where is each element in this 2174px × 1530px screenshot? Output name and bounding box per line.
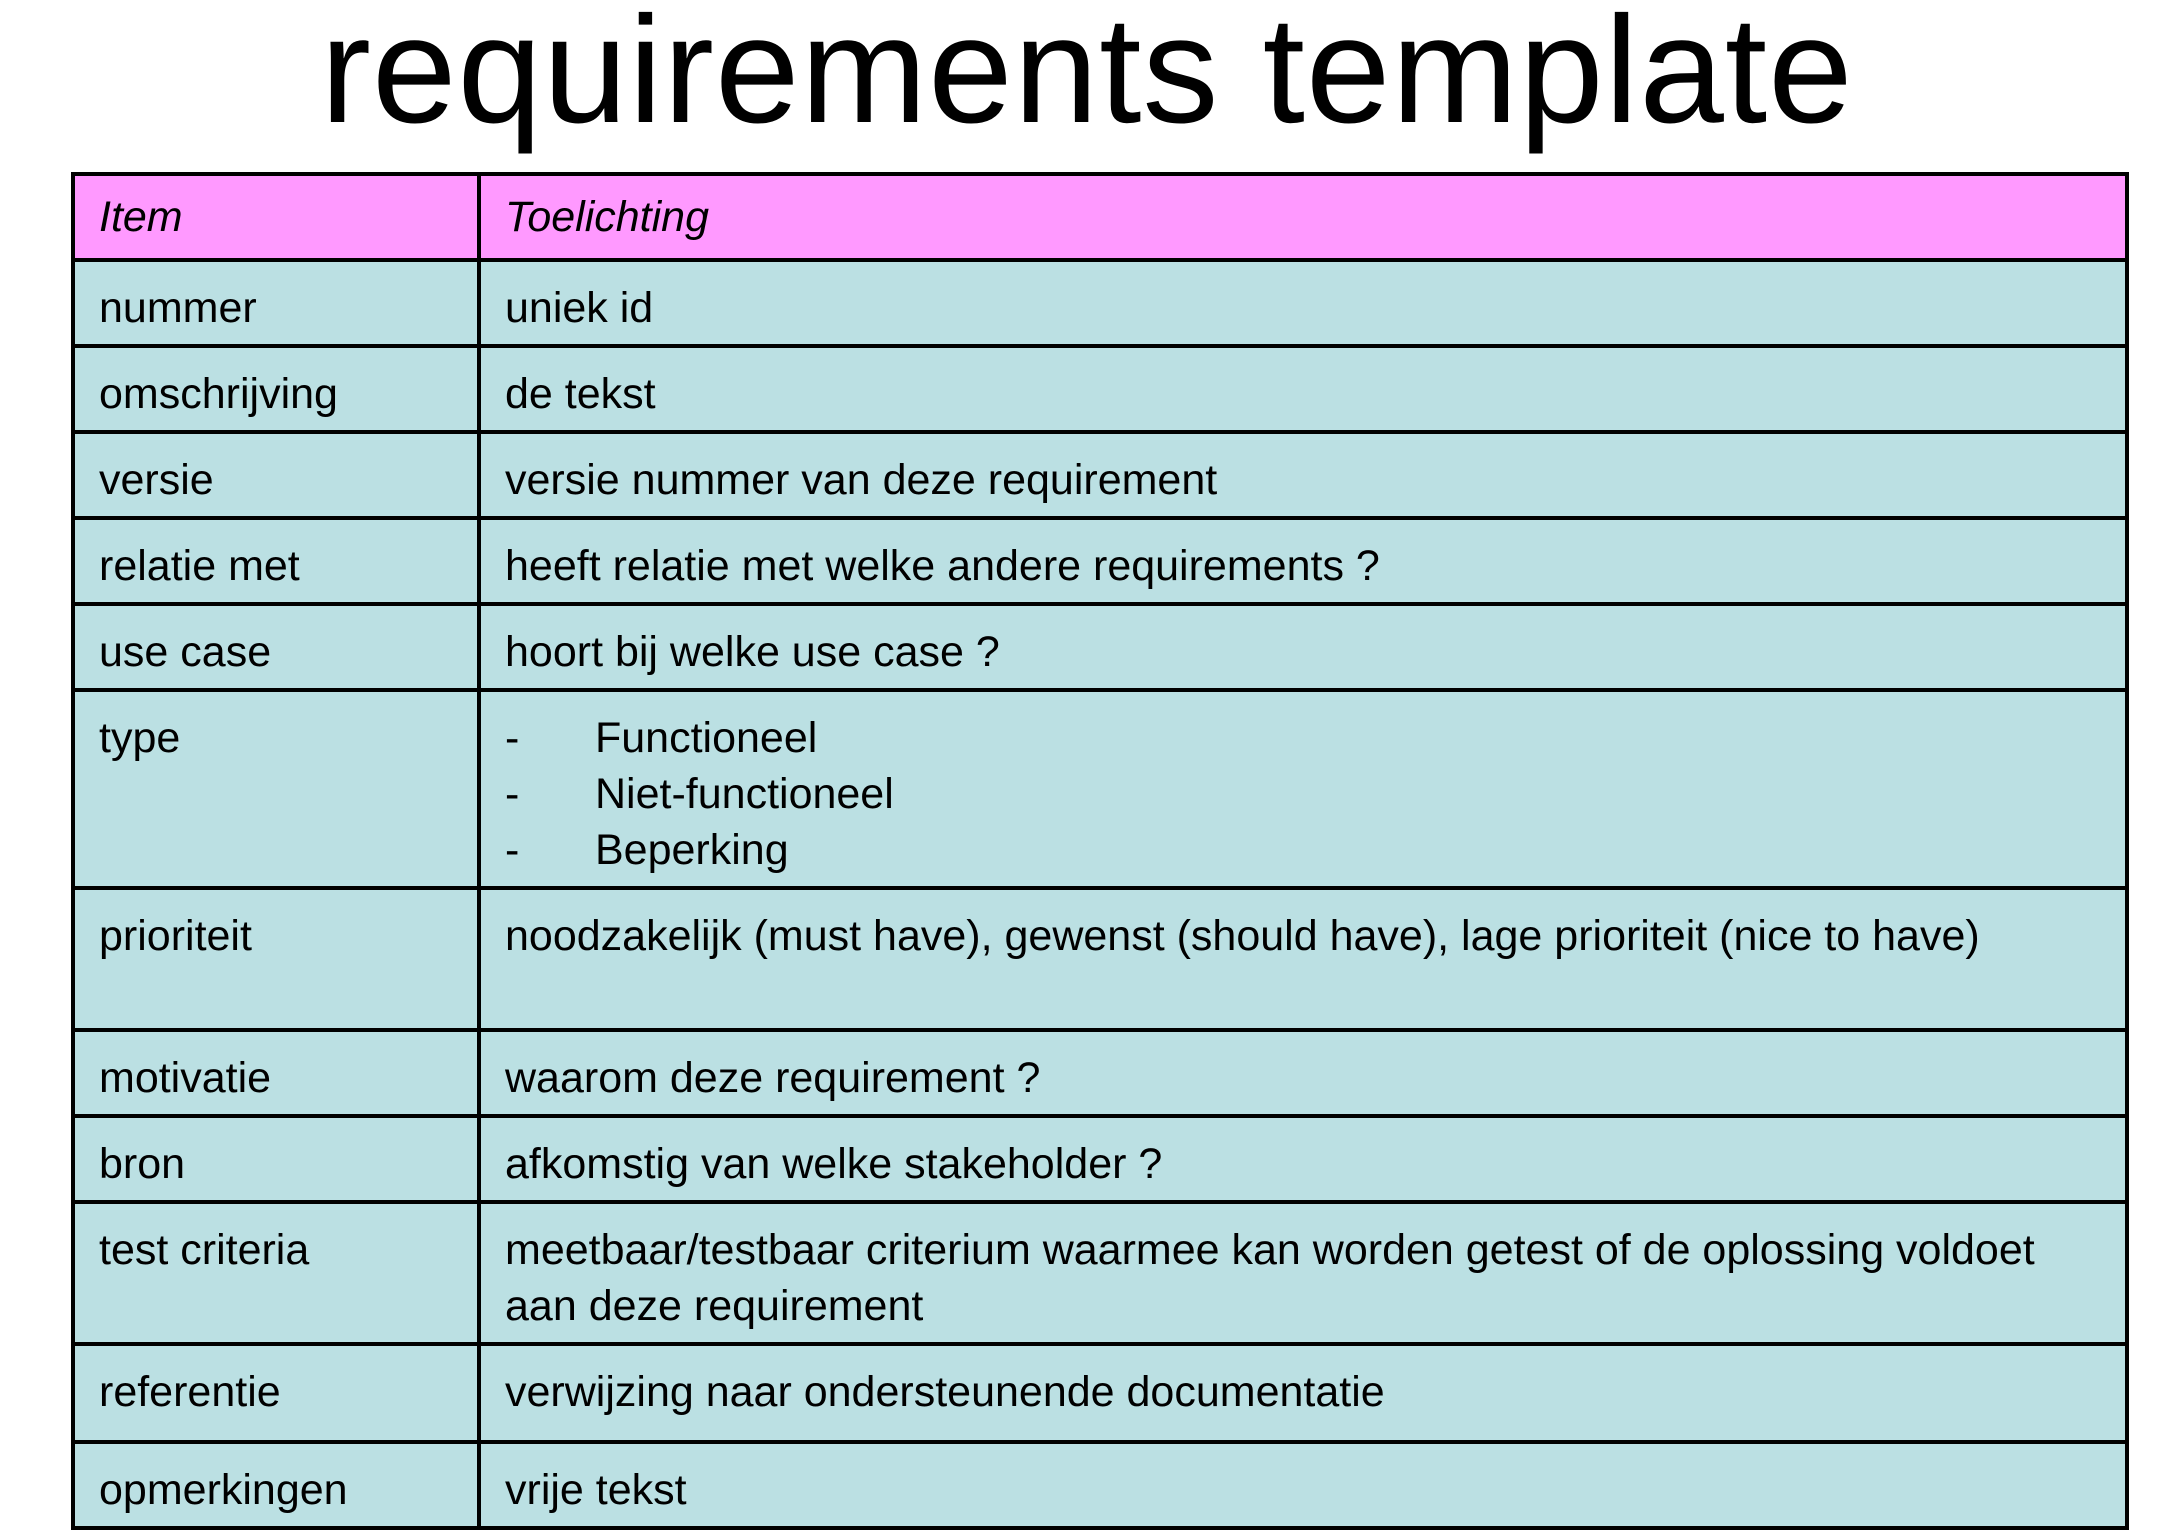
requirements-table: Item Toelichting nummer uniek id omschri… bbox=[71, 172, 2129, 1530]
table-row: nummer uniek id bbox=[71, 258, 2129, 348]
row-description: versie nummer van deze requirement bbox=[477, 430, 2129, 520]
row-item: versie bbox=[71, 430, 481, 520]
row-description: verwijzing naar ondersteunende documenta… bbox=[477, 1342, 2129, 1444]
table-row: type - Functioneel - Niet-functioneel - … bbox=[71, 688, 2129, 890]
row-description: afkomstig van welke stakeholder ? bbox=[477, 1114, 2129, 1204]
table-header-row: Item Toelichting bbox=[71, 172, 2129, 262]
row-item: nummer bbox=[71, 258, 481, 348]
header-item: Item bbox=[71, 172, 481, 262]
row-item: opmerkingen bbox=[71, 1440, 481, 1530]
row-description: noodzakelijk (must have), gewenst (shoul… bbox=[477, 886, 2129, 1032]
priority-text: noodzakelijk (must have), gewenst (shoul… bbox=[505, 912, 1980, 960]
row-item: motivatie bbox=[71, 1028, 481, 1118]
row-item: test criteria bbox=[71, 1200, 481, 1346]
table-row: omschrijving de tekst bbox=[71, 344, 2129, 434]
row-item: relatie met bbox=[71, 516, 481, 606]
page-title: requirements template bbox=[320, 0, 1854, 155]
row-description: - Functioneel - Niet-functioneel - Beper… bbox=[477, 688, 2129, 890]
list-item: - Beperking bbox=[505, 822, 2101, 878]
dash-marker: - bbox=[505, 770, 520, 818]
type-list: - Functioneel - Niet-functioneel - Beper… bbox=[505, 710, 2101, 878]
table-row: prioriteit noodzakelijk (must have), gew… bbox=[71, 886, 2129, 1032]
dash-marker: - bbox=[505, 714, 520, 762]
table-row: opmerkingen vrije tekst bbox=[71, 1440, 2129, 1530]
row-description: waarom deze requirement ? bbox=[477, 1028, 2129, 1118]
table-row: relatie met heeft relatie met welke ande… bbox=[71, 516, 2129, 606]
row-description: meetbaar/testbaar criterium waarmee kan … bbox=[477, 1200, 2129, 1346]
list-item-label: Beperking bbox=[595, 826, 789, 874]
row-item: referentie bbox=[71, 1342, 481, 1444]
list-item-label: Niet-functioneel bbox=[595, 770, 894, 818]
header-description: Toelichting bbox=[477, 172, 2129, 262]
row-description: hoort bij welke use case ? bbox=[477, 602, 2129, 692]
table-row: use case hoort bij welke use case ? bbox=[71, 602, 2129, 692]
list-item: - Functioneel bbox=[505, 710, 2101, 766]
list-item: - Niet-functioneel bbox=[505, 766, 2101, 822]
table-row: bron afkomstig van welke stakeholder ? bbox=[71, 1114, 2129, 1204]
row-item: use case bbox=[71, 602, 481, 692]
row-description: uniek id bbox=[477, 258, 2129, 348]
table-row: versie versie nummer van deze requiremen… bbox=[71, 430, 2129, 520]
row-description: de tekst bbox=[477, 344, 2129, 434]
row-description: vrije tekst bbox=[477, 1440, 2129, 1530]
table-row: test criteria meetbaar/testbaar criteriu… bbox=[71, 1200, 2129, 1346]
table-row: referentie verwijzing naar ondersteunend… bbox=[71, 1342, 2129, 1444]
list-item-label: Functioneel bbox=[595, 714, 818, 762]
row-description: heeft relatie met welke andere requireme… bbox=[477, 516, 2129, 606]
table-row: motivatie waarom deze requirement ? bbox=[71, 1028, 2129, 1118]
row-item: omschrijving bbox=[71, 344, 481, 434]
row-item: prioriteit bbox=[71, 886, 481, 1032]
row-item: type bbox=[71, 688, 481, 890]
dash-marker: - bbox=[505, 826, 520, 874]
row-item: bron bbox=[71, 1114, 481, 1204]
